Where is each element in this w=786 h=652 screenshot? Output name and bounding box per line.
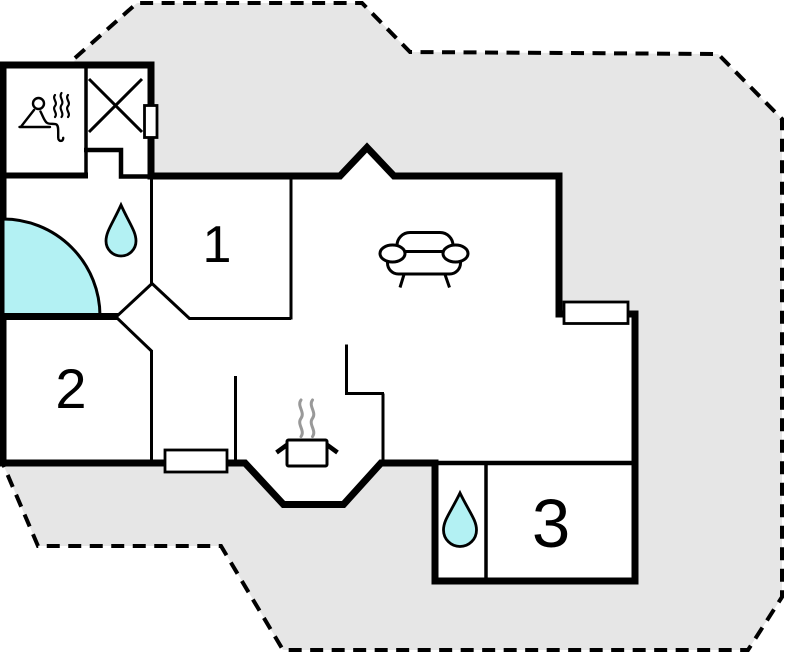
house-outline — [0, 61, 639, 585]
room-2-label: 2 — [55, 357, 86, 420]
stove-steam — [298, 398, 316, 439]
water-drop-icon — [442, 489, 478, 548]
stove-icon — [275, 398, 339, 468]
window-east — [562, 300, 630, 325]
ink: 1 2 3 — [0, 61, 639, 585]
windows — [143, 104, 630, 474]
room-3-label: 3 — [532, 485, 570, 562]
window-sauna-block — [143, 104, 159, 139]
interior-walls-thin — [84, 65, 488, 578]
sofa-icon — [378, 231, 470, 288]
sauna-steam — [53, 91, 70, 119]
window-south — [163, 448, 229, 474]
sauna-icon — [18, 91, 70, 143]
shower-x-icon — [87, 77, 144, 134]
corner-bath-icon — [1, 217, 102, 318]
room-1-label: 1 — [203, 216, 232, 274]
water-drop-icon — [104, 201, 138, 258]
